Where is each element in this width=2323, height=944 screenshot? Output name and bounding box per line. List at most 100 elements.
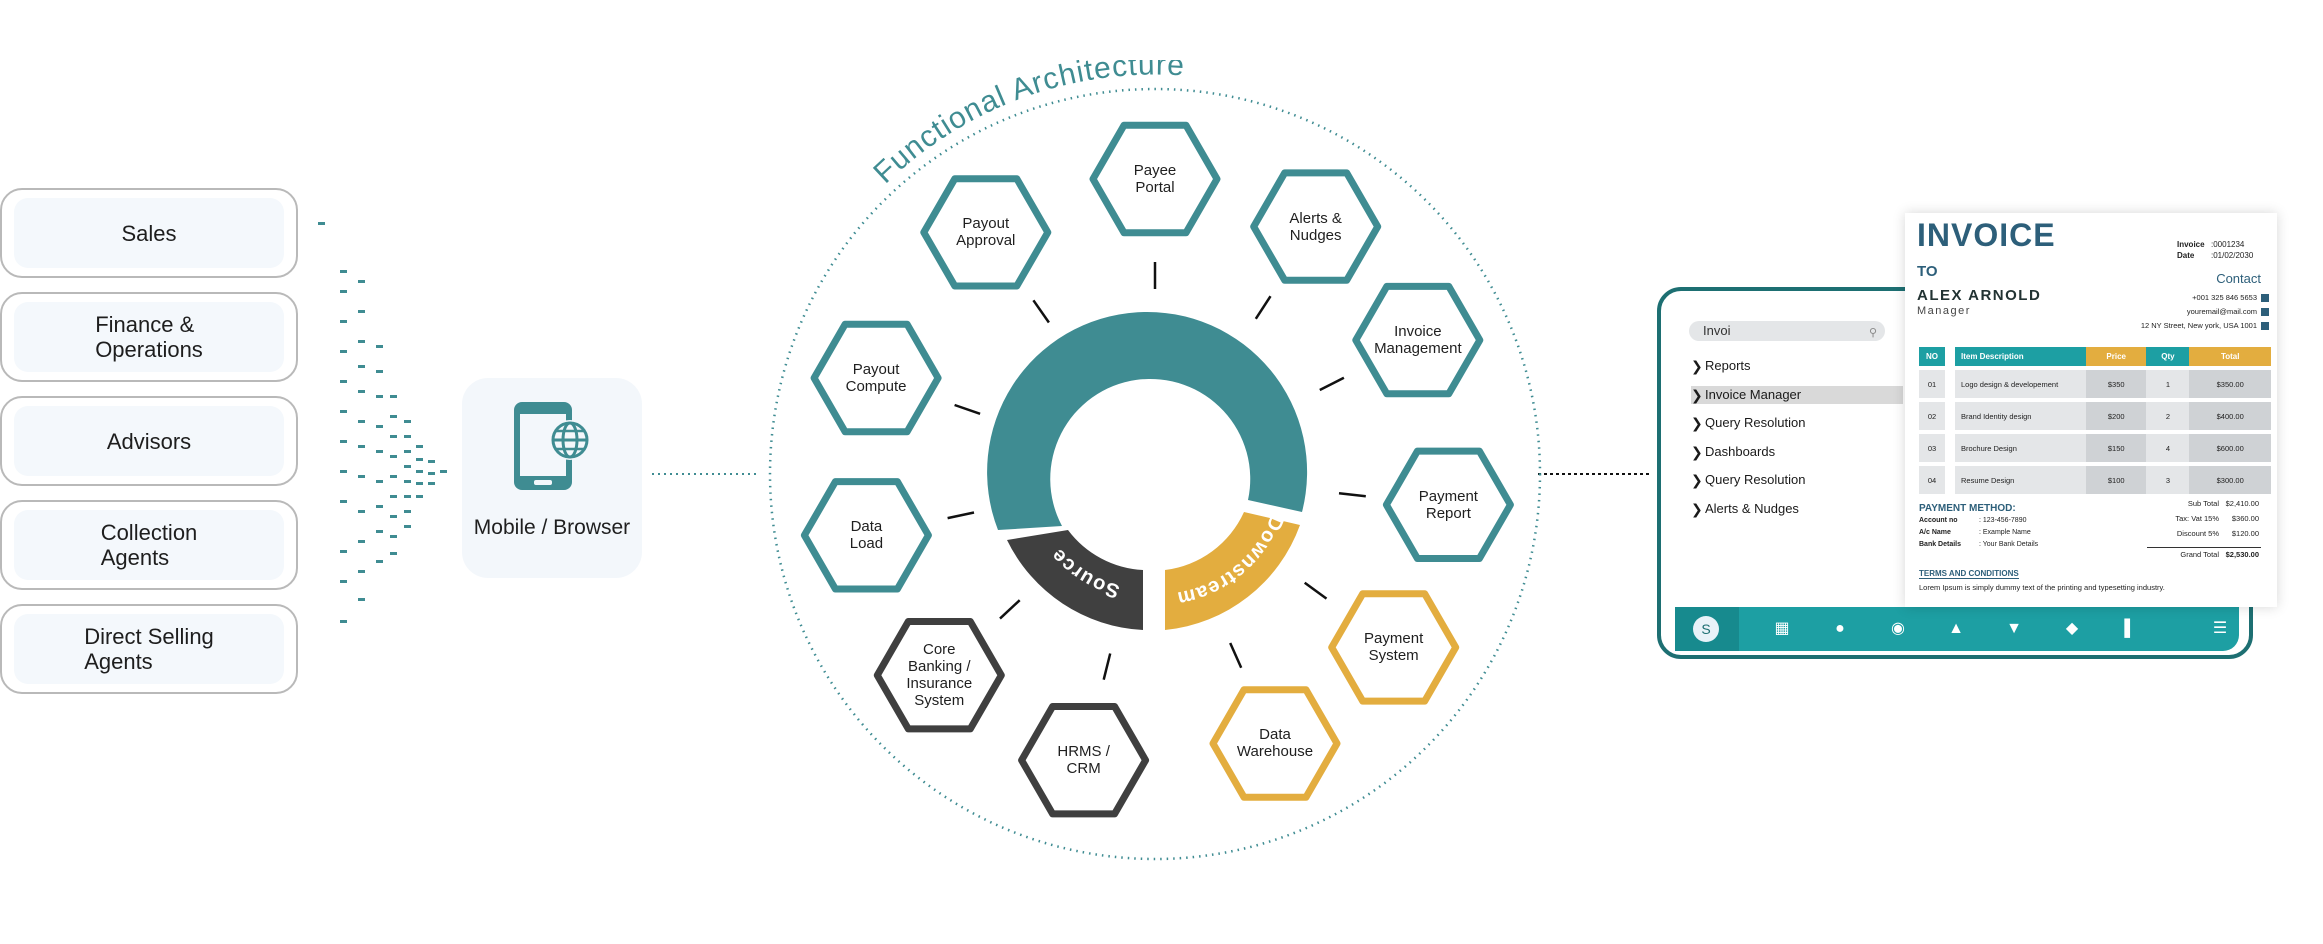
terms-heading: TERMS AND CONDITIONS <box>1919 569 2019 579</box>
bar-chart-icon[interactable]: ▌ <box>2124 620 2136 637</box>
bank-icon[interactable]: ▲ <box>1948 620 1964 637</box>
chevron-right-icon: ❯ <box>1691 500 1703 517</box>
bottom-nav-bar: S ▦ ● ◉ ▲ ▼ ◆ ▌ ☰ <box>1675 607 2239 651</box>
row-price: $200 <box>2086 402 2147 430</box>
funnel-dot <box>376 560 383 563</box>
user-group-sales[interactable]: Sales <box>0 188 298 278</box>
funnel-dot <box>376 505 383 508</box>
menu-item[interactable]: ❯Invoice Manager <box>1691 385 1903 404</box>
module-spoke <box>1338 492 1366 498</box>
row-price: $350 <box>2086 370 2147 398</box>
funnel-dot <box>340 580 347 583</box>
location-icon[interactable]: ▼ <box>2006 620 2022 637</box>
funnel-dot <box>390 515 397 518</box>
funnel-dot <box>416 470 423 473</box>
module-hexagon[interactable] <box>873 618 1005 733</box>
search-icon: ⚲ <box>1868 327 1877 339</box>
funnel-dot <box>358 475 365 478</box>
module-hexagon[interactable] <box>1328 590 1460 705</box>
avatar[interactable]: S <box>1693 616 1719 642</box>
client-name: ALEX ARNOLD <box>1917 287 2042 304</box>
funnel-dot <box>390 395 397 398</box>
functional-architecture-diagram: Functional Architecture HYPERFORM Source… <box>768 60 1542 861</box>
funnel-dot <box>390 455 397 458</box>
grand-total-value: $2,530.00 <box>2225 550 2259 559</box>
user-group-direct-selling[interactable]: Direct Selling Agents <box>0 604 298 694</box>
module-hexagon[interactable] <box>1352 282 1484 398</box>
module-hexagon[interactable] <box>1382 447 1514 562</box>
menu-item[interactable]: ❯Alerts & Nudges <box>1691 500 1903 518</box>
funnel-dot <box>390 495 397 498</box>
user-group-advisors[interactable]: Advisors <box>0 396 298 486</box>
funnel-dot <box>404 450 411 453</box>
funnel-dot <box>376 530 383 533</box>
mobile-globe-icon <box>514 402 590 490</box>
module-hexagon[interactable] <box>1250 169 1382 284</box>
row-gap <box>1945 370 1955 398</box>
user-group-label: Sales <box>121 220 177 246</box>
module-spoke <box>999 599 1021 620</box>
chevron-right-icon: ❯ <box>1691 443 1703 460</box>
module-hexagon[interactable] <box>810 320 942 436</box>
phone-text: +001 325 846 5653 <box>2192 293 2257 302</box>
search-input[interactable]: Invoi ⚲ <box>1689 321 1885 341</box>
menu-item[interactable]: ❯Reports <box>1691 357 1903 375</box>
email-icon <box>2261 308 2269 317</box>
module-hexagon[interactable] <box>800 478 932 593</box>
shield-icon[interactable]: ◆ <box>2065 620 2079 637</box>
menu-item[interactable]: ❯Query Resolution <box>1691 471 1903 489</box>
lightbulb-icon[interactable]: ◉ <box>1891 620 1905 637</box>
subtotal-value: $2,410.00 <box>2225 499 2259 508</box>
funnel-dot <box>404 420 411 423</box>
module-label: Data Warehouse <box>1236 726 1314 761</box>
mobile-browser-card[interactable]: Mobile / Browser <box>462 378 642 578</box>
list-icon[interactable]: ☰ <box>2212 620 2228 637</box>
funnel-dot <box>428 472 435 475</box>
module-spoke <box>954 403 981 415</box>
menu-item-label: Query Resolution <box>1705 472 1806 487</box>
module-hexagon[interactable] <box>1018 703 1150 818</box>
module-hexagon[interactable] <box>1089 121 1221 237</box>
row-description: Brand Identity design <box>1955 402 2086 430</box>
module-hexagon[interactable] <box>920 175 1052 290</box>
client-role: Manager <box>1917 305 1971 317</box>
menu-item[interactable]: ❯Query Resolution <box>1691 414 1903 432</box>
account-name-label: A/c Name <box>1919 529 1951 536</box>
discount-row: Discount 5%$120.00 <box>2147 529 2261 538</box>
module-label: Invoice Management <box>1374 323 1462 358</box>
grand-total-row: Grand Total$2,530.00 <box>2147 547 2261 559</box>
module-hexagon[interactable] <box>1209 686 1341 801</box>
terms-text: Lorem Ipsum is simply dummy text of the … <box>1919 583 2165 592</box>
account-number: : 123-456-7890 <box>1979 517 2027 524</box>
column-header-price: Price <box>2086 347 2147 366</box>
row-description: Resume Design <box>1955 466 2086 494</box>
subtotal-row: Sub Total$2,410.00 <box>2147 499 2261 508</box>
outer-dotted-circle <box>768 87 1542 861</box>
payment-method-heading: PAYMENT METHOD: <box>1919 503 2016 514</box>
funnel-dot <box>416 458 423 461</box>
table-header-row: NO Item Description Price Qty Total <box>1919 347 2271 366</box>
funnel-dot <box>358 280 365 283</box>
contact-address: 12 NY Street, New york, USA 1001 <box>2141 321 2269 331</box>
user-group-collection[interactable]: Collection Agents <box>0 500 298 590</box>
dashboard-icon[interactable]: ▦ <box>1774 620 1790 637</box>
funnel-dot <box>358 390 365 393</box>
funnel-dot <box>358 310 365 313</box>
discount-label: Discount 5% <box>2176 529 2219 538</box>
chevron-right-icon: ❯ <box>1691 472 1703 488</box>
user-group-finance[interactable]: Finance & Operations <box>0 292 298 382</box>
funnel-dot <box>358 598 365 601</box>
chevron-right-icon: ❯ <box>1691 358 1703 374</box>
row-qty: 3 <box>2146 466 2190 494</box>
funnel-dot <box>358 510 365 513</box>
menu-item[interactable]: ❯Dashboards <box>1691 443 1903 461</box>
row-gap <box>1945 402 1955 430</box>
funnel-dot <box>376 395 383 398</box>
funnel-dots <box>310 220 450 623</box>
funnel-dot <box>404 510 411 513</box>
funnel-dot <box>390 435 397 438</box>
user-icon[interactable]: ● <box>1835 620 1845 637</box>
funnel-dot <box>404 465 411 468</box>
